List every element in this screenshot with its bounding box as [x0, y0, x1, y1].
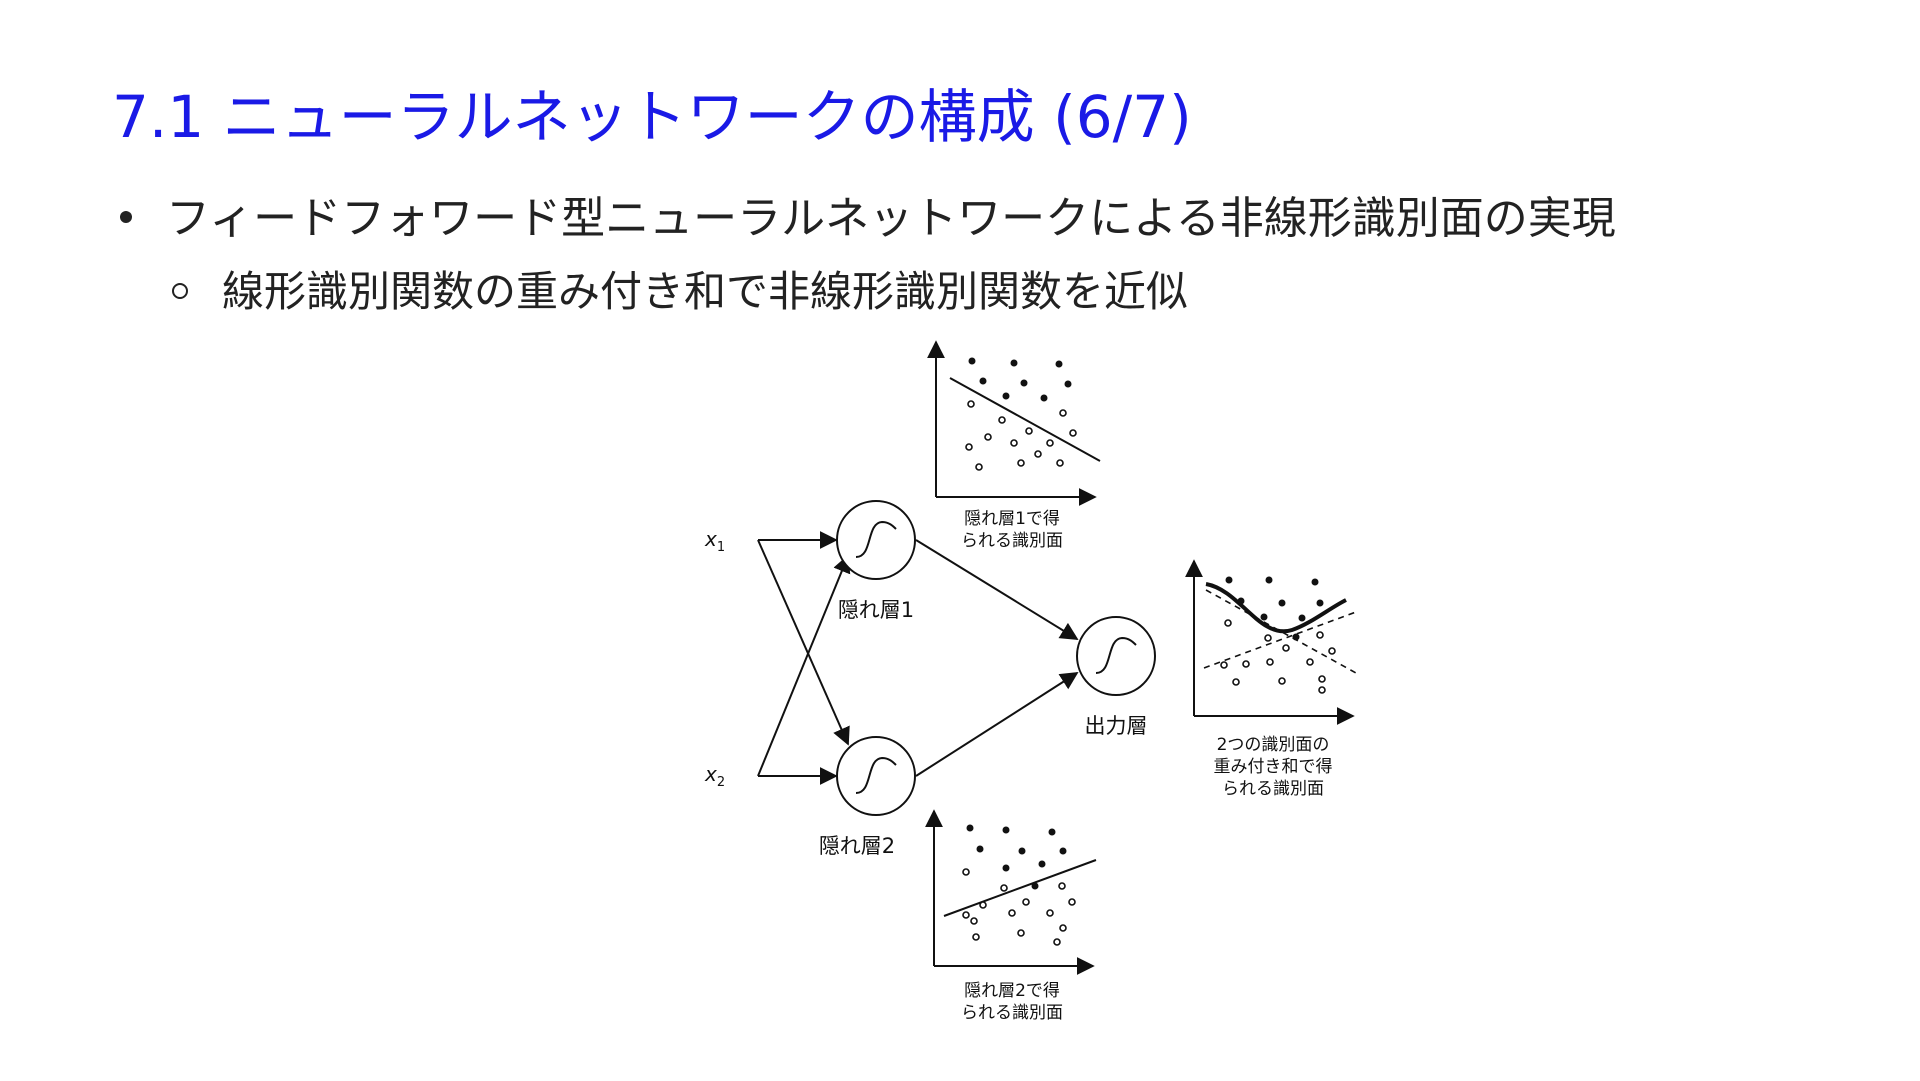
hidden2-label: 隠れ層2	[819, 834, 895, 858]
plot1-filled-points	[968, 357, 1072, 402]
input-x2-label: x2	[704, 762, 725, 790]
plot3-filled-points	[1225, 576, 1324, 641]
plot2-caption-line1: 隠れ層2で得	[964, 981, 1060, 1001]
plot2-boundary	[943, 859, 1097, 917]
hidden2-neuron	[836, 736, 916, 816]
plot-hidden2: 隠れ層2で得 られる識別面	[925, 809, 1097, 1023]
slide-title: 7.1 ニューラルネットワークの構成 (6/7)	[112, 83, 1192, 151]
plot2-open-points	[962, 868, 1076, 946]
output-neuron	[1076, 616, 1156, 696]
plot2-caption-line2: られる識別面	[961, 1003, 1063, 1023]
input-x1-label: x1	[704, 527, 725, 555]
sub-bullet-text: 線形識別関数の重み付き和で非線形識別関数を近似	[222, 267, 1189, 316]
edge-x1-h2	[757, 539, 850, 746]
edge-h2-out	[915, 672, 1079, 777]
hidden1-label: 隠れ層1	[838, 598, 914, 622]
plot3-open-points	[1220, 619, 1336, 694]
plot3-dashed-boundary-2	[1203, 611, 1357, 669]
plot1-caption-line1: 隠れ層1で得	[964, 509, 1060, 529]
output-label: 出力層	[1085, 714, 1148, 738]
plot3-caption-line2: 重み付き和で得	[1214, 757, 1333, 777]
hidden1-neuron	[836, 500, 916, 580]
plot1-open-points	[965, 400, 1077, 471]
plot3-nonlinear-boundary	[1205, 582, 1347, 634]
input-connections	[757, 531, 1079, 785]
sigmoid-icon	[855, 520, 897, 558]
plot1-caption-line2: られる識別面	[961, 531, 1063, 551]
plot3-caption-line3: られる識別面	[1222, 779, 1324, 799]
sigmoid-icon	[1095, 636, 1137, 674]
edge-h1-out	[915, 539, 1079, 640]
plot1-boundary	[949, 377, 1101, 462]
plot-hidden1: 隠れ層1で得 られる識別面	[927, 340, 1101, 551]
edge-x2-h1	[757, 554, 851, 777]
bullet-item: フィードフォワード型ニューラルネットワークによる非線形識別面の実現	[120, 182, 1616, 246]
sub-bullet-item: 線形識別関数の重み付き和で非線形識別関数を近似	[172, 258, 1188, 319]
bullet-dot-icon	[120, 211, 132, 223]
sigmoid-icon	[855, 756, 897, 794]
bullet-text: フィードフォワード型ニューラルネットワークによる非線形識別面の実現	[166, 193, 1616, 244]
plot2-filled-points	[966, 824, 1067, 890]
plot3-caption-line1: 2つの識別面の	[1217, 735, 1330, 755]
sub-bullet-circle-icon	[172, 282, 188, 299]
plot-combined: 2つの識別面の 重み付き和で得 られる識別面	[1185, 559, 1357, 799]
